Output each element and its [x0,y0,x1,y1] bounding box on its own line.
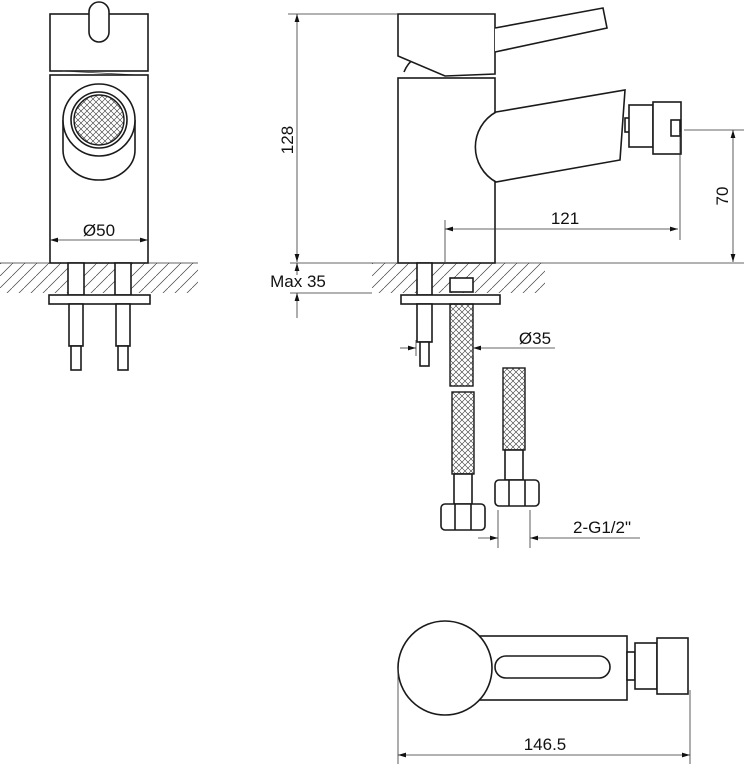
dim-spout-reach: 121 [551,209,579,228]
flex-hose [451,391,475,475]
aerator-mesh [73,94,125,146]
front-view: Ø50 [0,1,198,371]
top-view: 146.5 [397,620,691,764]
mounting-rod [416,303,433,343]
mounting-rod [115,303,131,347]
mounting-plate [400,294,501,305]
dim-total-length: 146.5 [524,735,567,754]
hex-nut [440,503,486,531]
mounting-rod [68,303,84,347]
cartridge-cap-top [397,620,493,716]
dim-max-thickness: Max 35 [270,272,326,291]
cartridge-cap [397,13,496,77]
mounting-plate [48,294,151,305]
flex-hose [449,303,474,387]
dim-front-diameter: Ø50 [83,221,115,240]
dim-connection: 2-G1/2" [573,518,631,537]
dim-height: 128 [278,126,297,154]
flex-hose [502,367,526,451]
nozzle [634,642,658,690]
dim-hole-diameter: Ø35 [519,329,551,348]
body [397,77,496,264]
nozzle [628,104,654,148]
lever-knob [88,1,110,43]
lever [494,7,608,53]
dim-spout-height: 70 [713,187,732,206]
countertop-hatch [0,263,198,293]
hex-nut [494,479,540,507]
side-view: 128 Max 35 121 70 Ø35 [270,7,744,548]
spout-side [474,89,626,183]
spout-front [62,120,136,181]
